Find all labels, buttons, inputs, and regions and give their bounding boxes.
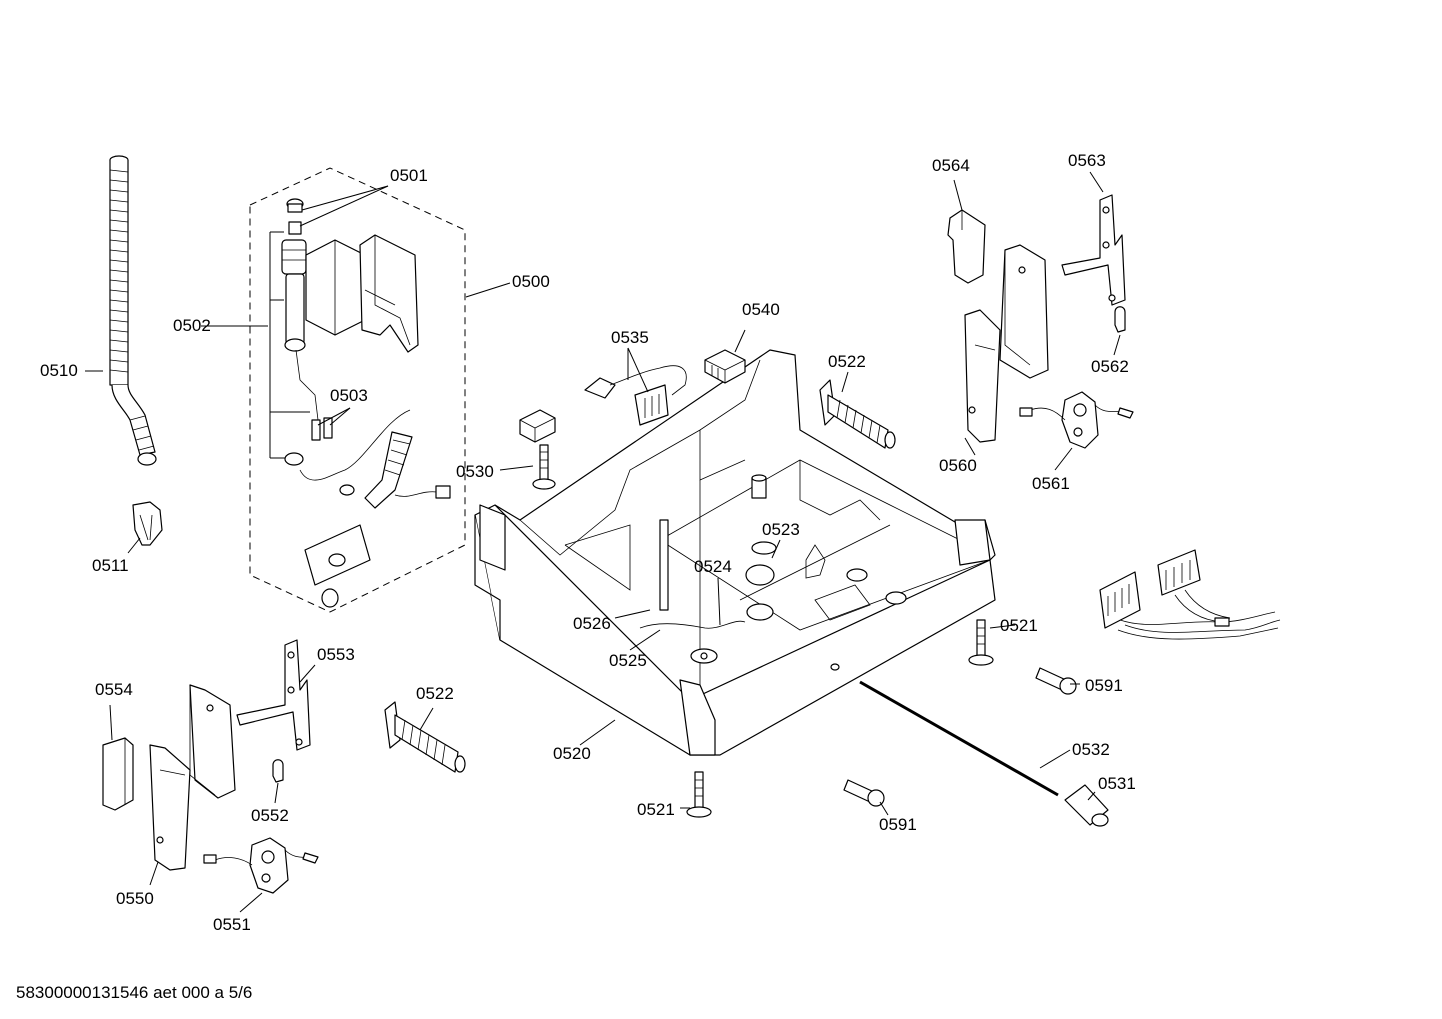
part-0530-screw xyxy=(519,409,556,490)
callout-0523: 0523 xyxy=(762,520,800,539)
callout-0554: 0554 xyxy=(95,680,133,699)
callout-0553: 0553 xyxy=(317,645,355,664)
leader-lines xyxy=(85,171,1121,913)
callout-0510: 0510 xyxy=(40,361,78,380)
part-0531-cap xyxy=(1064,784,1109,827)
part-0553-bracket xyxy=(236,639,311,751)
callout-0591-right: 0591 xyxy=(1085,676,1123,695)
part-0540-connector xyxy=(704,349,746,384)
callout-0521-right: 0521 xyxy=(1000,616,1038,635)
callout-0535: 0535 xyxy=(611,328,649,347)
callout-0501: 0501 xyxy=(390,166,428,185)
callout-0562: 0562 xyxy=(1091,357,1129,376)
part-0560-bracket xyxy=(964,244,1049,443)
leader-0502-bracket xyxy=(269,231,310,459)
part-0522-spring-upper xyxy=(819,379,896,449)
part-0511-clip xyxy=(132,501,163,546)
part-0551-switch xyxy=(203,837,319,894)
callout-0524: 0524 xyxy=(694,557,732,576)
part-0510-hose xyxy=(109,155,157,466)
callout-0540: 0540 xyxy=(742,300,780,319)
callout-0561: 0561 xyxy=(1032,474,1070,493)
callout-0503: 0503 xyxy=(330,386,368,405)
callout-0511: 0511 xyxy=(92,556,129,575)
callout-0531: 0531 xyxy=(1098,774,1136,793)
callout-0526: 0526 xyxy=(573,614,611,633)
part-0520-base xyxy=(474,349,996,756)
document-footer: 58300000131546 aet 000 a 5/6 xyxy=(16,983,252,1002)
part-0521-foot-right xyxy=(968,619,994,666)
part-0563-bracket xyxy=(1061,194,1126,306)
callout-0591-bottom: 0591 xyxy=(879,815,917,834)
part-0561-switch xyxy=(1019,391,1134,449)
part-0550-bracket xyxy=(149,684,236,871)
part-0532-rod xyxy=(859,680,1059,797)
callout-0522-upper: 0522 xyxy=(828,352,866,371)
part-0562-clip xyxy=(1114,306,1126,333)
callout-0500: 0500 xyxy=(512,272,550,291)
callout-0552: 0552 xyxy=(251,806,289,825)
part-0522-spring-lower xyxy=(384,701,466,773)
callout-0563: 0563 xyxy=(1068,151,1106,170)
callout-0560: 0560 xyxy=(939,456,977,475)
assembly-0500-outline xyxy=(249,167,466,613)
part-0503-hose xyxy=(304,431,451,608)
part-0591-bolt-right xyxy=(1035,667,1077,695)
part-0535-harness xyxy=(584,365,687,426)
part-0521-foot-bottom xyxy=(686,771,712,818)
callout-labels: 0501 0500 0502 0503 0510 0511 0535 0540 … xyxy=(40,151,1136,934)
callout-0530: 0530 xyxy=(456,462,494,481)
callout-0532: 0532 xyxy=(1072,740,1110,759)
callout-0551: 0551 xyxy=(213,915,251,934)
part-0552-clip xyxy=(272,759,284,783)
part-wire-harness-right xyxy=(1099,549,1281,640)
callout-0520: 0520 xyxy=(553,744,591,763)
callout-0525: 0525 xyxy=(609,651,647,670)
callout-0522-lower: 0522 xyxy=(416,684,454,703)
part-0554-cover xyxy=(102,737,134,811)
part-0591-bolt-bottom xyxy=(843,779,885,807)
callout-0502: 0502 xyxy=(173,316,211,335)
part-0502-valve xyxy=(281,198,419,481)
callout-0564: 0564 xyxy=(932,156,970,175)
callout-0550: 0550 xyxy=(116,889,154,908)
part-0564-cover xyxy=(947,209,986,284)
callout-0521-bottom: 0521 xyxy=(637,800,675,819)
